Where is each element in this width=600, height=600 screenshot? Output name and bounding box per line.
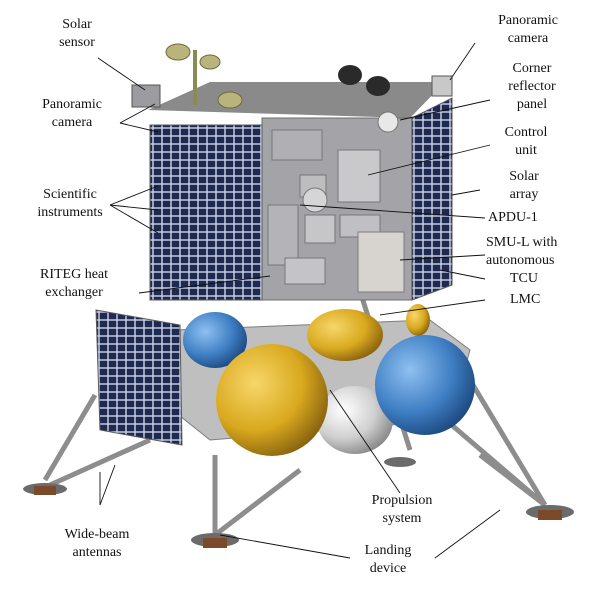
label-scientific-instruments-line2: instruments: [37, 205, 103, 220]
label-control-unit: Control unit: [488, 124, 564, 160]
label-landing-device: Landing device: [350, 542, 426, 578]
label-panoramic-camera-right-line2: camera: [507, 31, 549, 46]
label-corner-reflector-line2: reflector: [508, 79, 556, 94]
label-riteg-line1: RITEG heat: [39, 267, 109, 282]
label-corner-reflector: Corner reflector panel: [490, 60, 574, 114]
label-corner-reflector-line1: Corner: [512, 61, 552, 76]
label-scientific-instruments-line1: Scientific: [43, 187, 97, 202]
label-tcu: TCU: [510, 271, 538, 286]
label-solar-array-line1: Solar: [509, 169, 539, 184]
label-riteg-line2: exchanger: [45, 285, 103, 300]
label-smu-line2: autonomous: [486, 253, 555, 268]
label-control-unit-line1: Control: [504, 125, 548, 140]
tank-blue-back: [183, 312, 247, 368]
label-corner-reflector-line3: panel: [516, 97, 548, 112]
tank-blue-front: [375, 335, 475, 435]
label-propulsion-system: Propulsion system: [355, 492, 449, 528]
label-propulsion-line2: system: [382, 511, 422, 526]
tank-silver-center: [317, 386, 393, 454]
top-instruments: [131, 43, 453, 133]
label-wide-beam-line1: Wide-beam: [64, 527, 130, 542]
label-wide-beam-line2: antennas: [72, 545, 122, 560]
tank-yellow-right: [406, 304, 430, 336]
label-landing-line1: Landing: [364, 543, 412, 558]
label-solar-sensor-line2: sensor: [59, 35, 95, 50]
label-landing-line2: device: [369, 561, 407, 576]
label-solar-array-line2: array: [509, 187, 539, 202]
tank-yellow-back: [307, 309, 383, 361]
label-smu-line1: SMU-L with: [486, 235, 558, 250]
label-panoramic-camera-left-line1: Panoramic: [42, 97, 102, 112]
label-panoramic-camera-left: Panoramic camera: [20, 96, 124, 132]
solar-array-side: [411, 97, 453, 301]
label-scientific-instruments: Scientific instruments: [16, 186, 124, 222]
label-panoramic-camera-right: Panoramic camera: [476, 12, 580, 48]
label-lmc: LMC: [510, 292, 541, 307]
tank-yellow-front: [216, 344, 328, 456]
label-smu: SMU-L with autonomous: [486, 234, 557, 270]
body-top: [148, 82, 445, 118]
instrument-blocks: [267, 129, 405, 293]
solar-array-front: [149, 124, 263, 301]
label-apdu: APDU-1: [488, 210, 538, 225]
label-riteg: RITEG heat exchanger: [22, 266, 126, 302]
label-solar-sensor: Solar sensor: [40, 16, 114, 52]
solar-array-lower: [95, 309, 183, 446]
label-panoramic-camera-right-line1: Panoramic: [498, 13, 558, 28]
label-solar-sensor-line1: Solar: [62, 17, 92, 32]
label-wide-beam-antennas: Wide-beam antennas: [50, 526, 144, 562]
leader-lines: [97, 42, 501, 559]
label-propulsion-line1: Propulsion: [371, 493, 433, 508]
label-solar-array: Solar array: [492, 168, 556, 204]
landing-pads: [23, 457, 574, 548]
label-control-unit-line2: unit: [515, 143, 537, 158]
label-panoramic-camera-left-line2: camera: [51, 115, 93, 130]
